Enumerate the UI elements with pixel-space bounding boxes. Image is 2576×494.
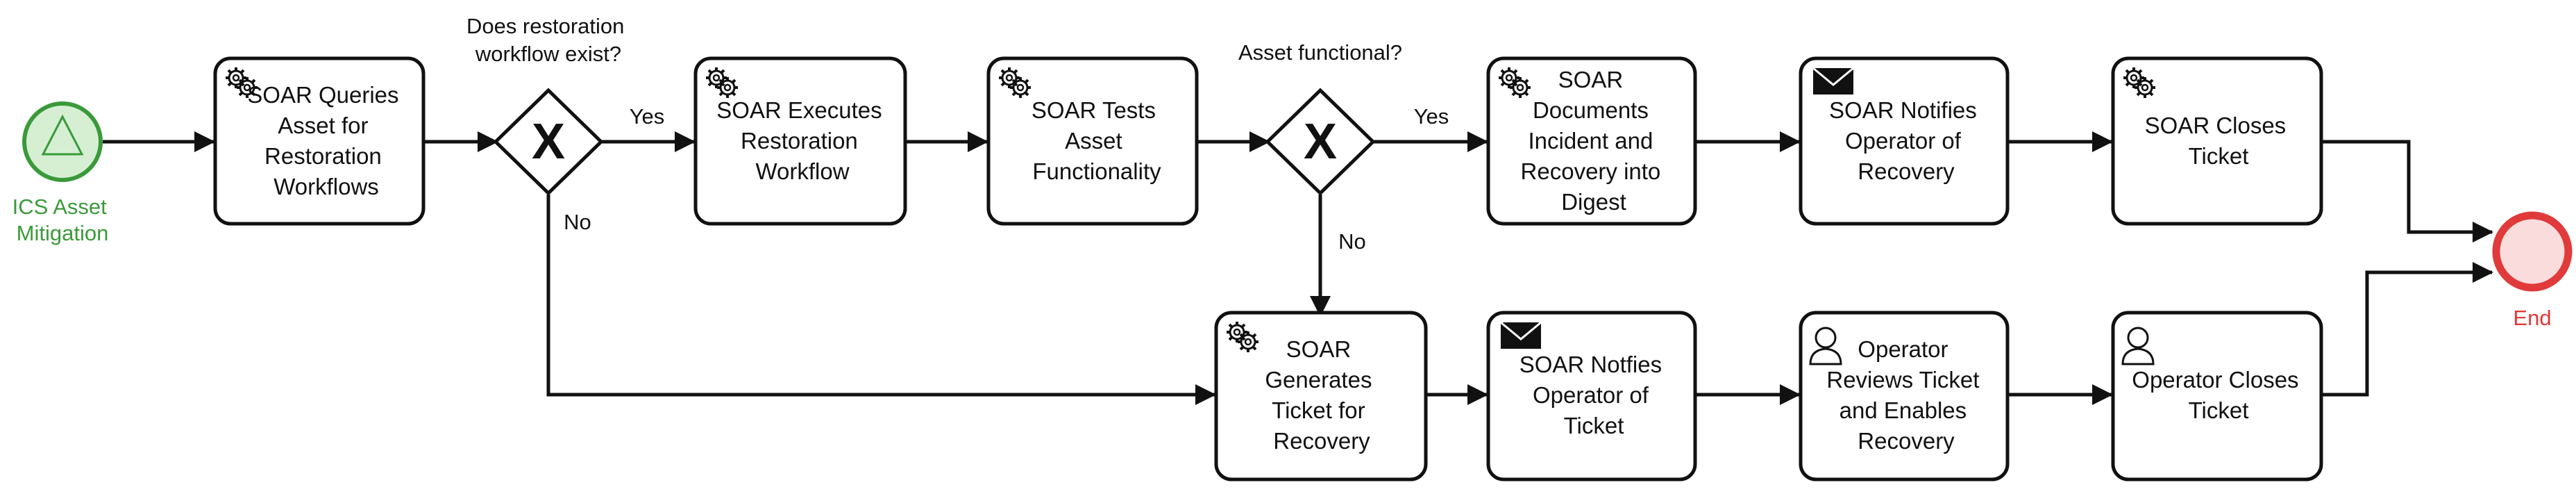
task-soar-tests-asset[interactable]: SOAR Tests Asset Functionality: [986, 56, 1199, 226]
envelope-icon: [1812, 67, 1854, 94]
user-icon: [2121, 327, 2155, 365]
flow-t10-to-end: [2321, 262, 2493, 397]
task-soar-closes-ticket[interactable]: SOAR Closes Ticket: [2111, 56, 2323, 226]
svg-text:SOAR Queries Asset for: SOAR Queries Asset for Restoration Workf…: [247, 82, 405, 199]
envelope-icon: [1500, 321, 1542, 349]
task-soar-documents-incident[interactable]: SOAR Documents Incident and Recovery int…: [1486, 56, 1697, 226]
gateway-2-yes-label: Yes: [1414, 104, 1449, 129]
task-operator-closes-ticket[interactable]: Operator Closes Ticket: [2111, 311, 2323, 481]
svg-text:SOAR Closes Ticket: SOAR Closes Ticket: [2145, 113, 2293, 169]
start-event-label: ICS Asset Mitigation: [12, 195, 113, 245]
exclusive-gateway-icon: X: [1304, 114, 1337, 170]
task-operator-reviews-ticket[interactable]: Operator Reviews Ticket and Enables Reco…: [1799, 311, 2010, 481]
gateway-1-no-label: No: [564, 210, 591, 234]
svg-text:SOAR Notfies Operator of: SOAR Notfies Operator of Ticket: [1519, 352, 1669, 438]
end-event-label: End: [2513, 306, 2551, 330]
svg-text:SOAR Executes Restoratio: SOAR Executes Restoration Workflow: [716, 97, 889, 184]
gateway-1[interactable]: X: [493, 88, 604, 196]
gateway-1-yes-label: Yes: [630, 104, 665, 129]
task-soar-executes-restoration[interactable]: SOAR Executes Restoration Workflow: [693, 56, 907, 226]
flow-t6-to-end: [2321, 140, 2493, 242]
user-icon: [1809, 327, 1842, 365]
task-soar-queries-asset[interactable]: SOAR Queries Asset for Restoration Workf…: [213, 56, 426, 226]
end-event[interactable]: [2492, 211, 2573, 292]
svg-text:Operator Closes Ticket: Operator Closes Ticket: [2132, 367, 2305, 423]
task-soar-generates-ticket[interactable]: SOAR Generates Ticket for Recovery: [1214, 311, 1428, 481]
flow-g1-no-to-t7: [546, 195, 1216, 405]
task-soar-notfies-ticket[interactable]: SOAR Notfies Operator of Ticket: [1486, 311, 1697, 481]
exclusive-gateway-icon: X: [532, 114, 565, 170]
svg-text:SOAR Notifies Operator o: SOAR Notifies Operator of Recovery: [1829, 97, 1983, 184]
gateway-1-question: Does restoration workflow exist?: [466, 14, 630, 66]
svg-text:SOAR Documents Inc: SOAR Documents Incident and Recovery int…: [1521, 67, 1667, 215]
svg-text:SOAR Tests Asset F: SOAR Tests Asset Functionality: [1032, 97, 1162, 184]
gateway-2-no-label: No: [1338, 229, 1366, 254]
gateway-2-question: Asset functional?: [1238, 40, 1402, 65]
task-soar-notifies-recovery[interactable]: SOAR Notifies Operator of Recovery: [1799, 56, 2010, 226]
gateway-2[interactable]: X: [1265, 88, 1376, 196]
start-event[interactable]: [22, 101, 103, 182]
svg-text:Operator Reviews Ticket: Operator Reviews Ticket and Enables Reco…: [1826, 336, 1985, 454]
sequence-flows: [103, 131, 2493, 405]
svg-text:SOAR Generates Tic: SOAR Generates Ticket for Recovery: [1265, 336, 1378, 454]
